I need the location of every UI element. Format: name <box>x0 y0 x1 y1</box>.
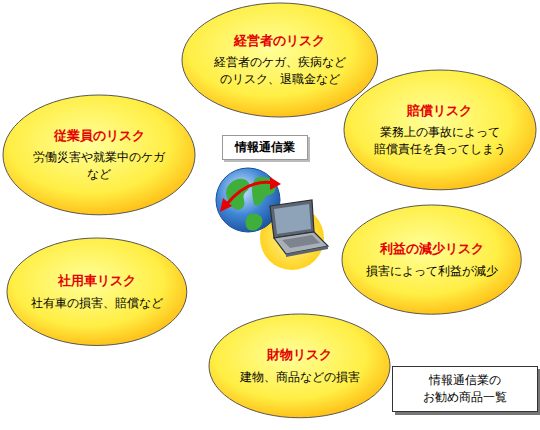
risk-description: 労働災害や就業中のケガ など <box>24 149 174 183</box>
node-content: 社用車リスク社有車の損害、賠償など <box>22 272 172 311</box>
risk-description: 業務上の事故によって 賠償責任を負ってしまう <box>365 124 515 158</box>
risk-description: 社有車の損害、賠償など <box>22 295 172 312</box>
node-content: 賠償リスク業務上の事故によって 賠償責任を負ってしまう <box>365 102 515 158</box>
risk-description: 損害によって利益が減少 <box>357 263 507 280</box>
laptop-screen <box>274 204 311 234</box>
risk-ellipse: 社用車リスク社有車の損害、賠償など <box>6 237 188 346</box>
risk-title: 社用車リスク <box>22 272 172 290</box>
arrow-head <box>270 177 281 190</box>
node-content: 利益の減少リスク損害によって利益が減少 <box>357 240 507 279</box>
risk-title: 従業員のリスク <box>24 127 174 145</box>
risk-title: 財物リスク <box>225 346 375 364</box>
industry-name: 情報通信業 <box>229 139 301 156</box>
risk-description: 建物、商品などの損害 <box>225 369 375 386</box>
laptop-screen-frame <box>270 200 314 238</box>
industry-label: 情報通信業 <box>222 135 308 160</box>
risk-ellipse: 従業員のリスク労働災害や就業中のケガ など <box>2 94 196 216</box>
ellipse-outline <box>6 237 188 346</box>
node-content: 情報通信業 <box>223 136 307 159</box>
ellipse-outline <box>341 204 522 315</box>
risk-ellipse: 利益の減少リスク損害によって利益が減少 <box>341 204 522 315</box>
node-content: 経営者のリスク経営者のケガ、疾病など のリスク、退職金など <box>205 32 355 88</box>
globe-land <box>246 214 263 231</box>
risk-ellipse: 賠償リスク業務上の事故によって 賠償責任を負ってしまう <box>343 69 537 191</box>
exchange-arrow <box>226 182 274 205</box>
ellipse-outline <box>208 313 391 419</box>
laptop-keys <box>282 235 320 248</box>
risk-ellipse: 経営者のリスク経営者のケガ、疾病など のリスク、退職金など <box>181 2 379 118</box>
risk-title: 賠償リスク <box>365 102 515 120</box>
node-content: 従業員のリスク労働災害や就業中のケガ など <box>24 127 174 183</box>
risk-ellipse: 財物リスク建物、商品などの損害 <box>208 313 391 419</box>
arrow-head <box>220 198 232 212</box>
product-list-button: 情報通信業の お勧め商品一覧 <box>392 366 538 412</box>
laptop-keyboard <box>274 232 328 254</box>
laptop-base <box>286 246 328 257</box>
risk-description: 経営者のケガ、疾病など のリスク、退職金など <box>205 54 355 88</box>
button-text: 情報通信業の お勧め商品一覧 <box>403 372 527 406</box>
risk-title: 利益の減少リスク <box>357 240 507 258</box>
node-content: 財物リスク建物、商品などの損害 <box>225 346 375 385</box>
globe <box>216 168 280 232</box>
node-content: 情報通信業の お勧め商品一覧 <box>393 367 537 411</box>
risk-title: 経営者のリスク <box>205 32 355 50</box>
